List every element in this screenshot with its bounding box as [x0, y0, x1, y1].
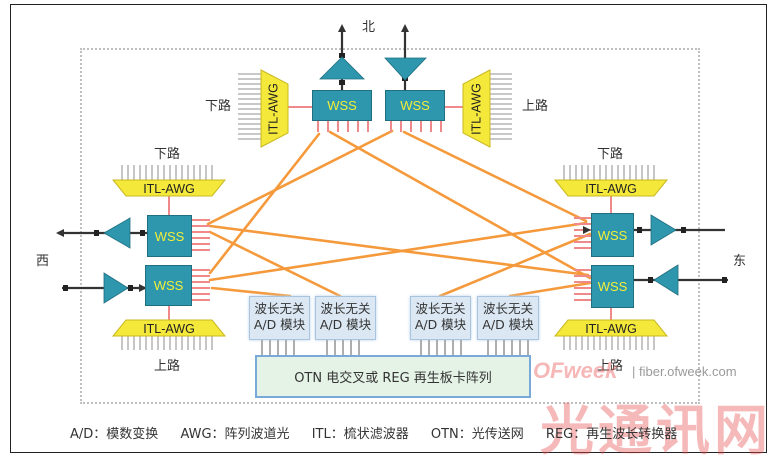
- fiber-link: [210, 286, 292, 298]
- fiber-links: [206, 129, 592, 298]
- wss-west-add: WSS: [145, 265, 192, 306]
- wss-east-drop: WSS: [591, 213, 634, 257]
- legend-item: AWG：阵列波道光: [180, 427, 290, 442]
- add-label-north: 上路: [522, 99, 549, 114]
- add-label-west: 上路: [154, 359, 181, 374]
- direction-west: 西: [36, 254, 50, 269]
- drop-label-west: 下路: [154, 147, 181, 162]
- ad-module-line2: A/D 模块: [319, 317, 372, 332]
- wss-east-add: WSS: [591, 265, 634, 308]
- legend-item: ITL：梳状滤波器: [311, 427, 409, 442]
- awg-east-drop: [553, 179, 669, 197]
- ad-module-line1: 波长无关: [254, 301, 305, 316]
- awg-label: ITL-AWG: [143, 182, 195, 196]
- otn-reg-array: OTN 电交叉或 REG 再生板卡阵列: [255, 355, 531, 398]
- amplifier-icon: [319, 56, 365, 80]
- ad-module-line2: A/D 模块: [414, 317, 467, 332]
- ad-module: 波长无关 A/D 模块: [249, 296, 310, 340]
- node-boundary: [80, 48, 700, 404]
- ad-module: 波长无关 A/D 模块: [477, 296, 539, 340]
- fiber-link: [402, 130, 588, 223]
- awg-label: ITL-AWG: [266, 83, 280, 135]
- awg-west-add: [111, 319, 227, 337]
- awg-top-left: [260, 69, 289, 148]
- watermark-site-text: fiber.ofweek.com: [639, 364, 737, 379]
- wss-label: WSS: [597, 279, 628, 294]
- wss-label: WSS: [154, 228, 185, 244]
- wss-label: WSS: [597, 227, 628, 243]
- awg-east-add: [553, 319, 669, 337]
- ad-module-line2: A/D 模块: [253, 317, 306, 332]
- wss-label: WSS: [153, 278, 184, 293]
- fiber-link: [208, 221, 588, 282]
- otn-reg-array-label: OTN 电交叉或 REG 再生板卡阵列: [294, 371, 492, 386]
- direction-east: 东: [733, 254, 747, 269]
- fiber-link: [206, 129, 394, 226]
- wss-west-drop: WSS: [147, 215, 192, 257]
- drop-label-north: 下路: [205, 99, 232, 114]
- ad-module-line1: 波长无关: [320, 301, 371, 316]
- watermark-site: | fiber.ofweek.com: [632, 364, 737, 379]
- direction-north: 北: [362, 20, 376, 35]
- awg-label: ITL-AWG: [469, 83, 483, 135]
- ad-module-line2: A/D 模块: [482, 317, 534, 332]
- port-stubs: [168, 106, 612, 320]
- ad-module-line1: 波长无关: [415, 301, 466, 316]
- fiber-link: [328, 130, 592, 280]
- amplifier-icon: [384, 57, 427, 81]
- watermark-cn: 光通讯网: [540, 399, 772, 462]
- fiber-link: [208, 230, 342, 298]
- legend-item: OTN：光传送网: [430, 427, 524, 442]
- fiber-link: [508, 281, 592, 298]
- amplifier-icon: [103, 217, 131, 249]
- wss-north-add: WSS: [385, 90, 445, 121]
- wss-label: WSS: [400, 98, 430, 113]
- watermark-brand: OFweek: [533, 358, 618, 383]
- wss-north-drop: WSS: [312, 90, 372, 121]
- amplifiers: [103, 56, 679, 304]
- awg-labels: ITL-AWG ITL-AWG ITL-AWG ITL-AWG ITL-AWG …: [143, 83, 637, 336]
- awg-label: ITL-AWG: [585, 322, 637, 336]
- amplifier-icon: [103, 272, 129, 304]
- fiber-link: [438, 232, 592, 298]
- ad-module: 波长无关 A/D 模块: [410, 296, 471, 340]
- awg-vertical-bundles: [121, 165, 655, 350]
- awg-label: ITL-AWG: [143, 322, 195, 336]
- awg-west-drop: [111, 179, 227, 197]
- add-label-east: 上路: [597, 359, 624, 374]
- awg-label: ITL-AWG: [585, 182, 637, 196]
- legend-item: REG：再生波长转换器: [545, 427, 678, 442]
- amplifier-icon: [650, 214, 677, 246]
- awg-fiber-bundles: [238, 73, 512, 140]
- wss-label: WSS: [327, 98, 357, 113]
- drop-label-east: 下路: [597, 147, 624, 162]
- ad-module-line1: 波长无关: [482, 301, 533, 316]
- ad-module: 波长无关 A/D 模块: [315, 296, 376, 340]
- legend: A/D：模数变换 AWG：阵列波道光 ITL：梳状滤波器 OTN：光传送网 RE…: [70, 423, 695, 442]
- awg-top-right: [462, 69, 491, 148]
- fiber-link: [208, 132, 321, 275]
- awg-shapes: [111, 69, 669, 337]
- amplifier-icon: [653, 264, 679, 296]
- outer-frame: [10, 4, 767, 453]
- legend-item: A/D：模数变换: [70, 427, 159, 442]
